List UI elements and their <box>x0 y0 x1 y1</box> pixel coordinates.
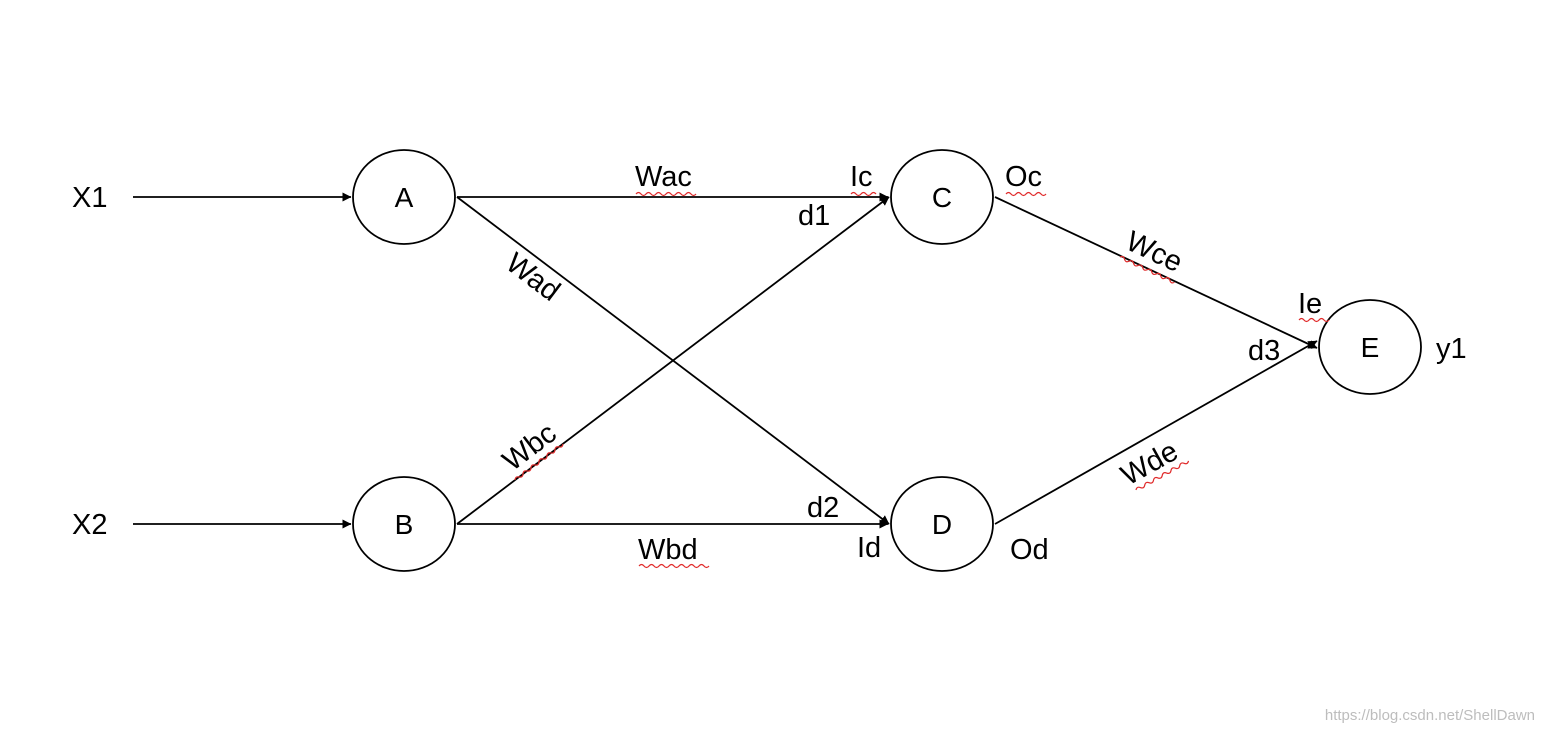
weight-wde-label: Wde <box>1116 435 1184 492</box>
node-d-label: D <box>932 509 952 540</box>
output-oc-label: Oc <box>1005 161 1042 193</box>
node-b-label: B <box>395 509 414 540</box>
node-b: B <box>352 476 456 572</box>
input-x1-label: X1 <box>72 182 107 214</box>
weight-wbd-label: Wbd <box>638 534 698 566</box>
spellcheck-underline <box>1005 191 1047 197</box>
edge-d-e <box>994 340 1318 525</box>
spellcheck-underline <box>850 191 877 197</box>
spellcheck-underline <box>1119 255 1175 284</box>
watermark: https://blog.csdn.net/ShellDawn <box>1325 707 1535 724</box>
input-ie-label: Ie <box>1298 288 1322 320</box>
edge-b-c <box>456 196 890 525</box>
edge-c-e <box>994 196 1318 349</box>
spellcheck-underline <box>1135 460 1190 491</box>
node-c-label: C <box>932 182 952 213</box>
spellcheck-underline <box>635 191 697 197</box>
node-d: D <box>890 476 994 572</box>
node-a-label: A <box>395 182 414 213</box>
input-x2-label: X2 <box>72 509 107 541</box>
spellcheck-underline <box>514 443 564 481</box>
delta-d1-label: d1 <box>798 200 830 232</box>
spellcheck-underline <box>638 563 710 569</box>
weight-wad-label: Wad <box>500 247 566 308</box>
delta-d2-label: d2 <box>807 492 839 524</box>
node-e: E <box>1318 299 1422 395</box>
spellcheck-underline <box>1298 317 1330 323</box>
weight-wac-label: Wac <box>635 161 692 193</box>
node-c: C <box>890 149 994 245</box>
output-od-label: Od <box>1010 534 1049 566</box>
output-y1-label: y1 <box>1436 333 1467 365</box>
node-e-label: E <box>1361 332 1380 363</box>
input-ic-label: Ic <box>850 161 873 193</box>
delta-d3-label: d3 <box>1248 335 1280 367</box>
node-a: A <box>352 149 456 245</box>
input-id-label: Id <box>857 532 881 564</box>
